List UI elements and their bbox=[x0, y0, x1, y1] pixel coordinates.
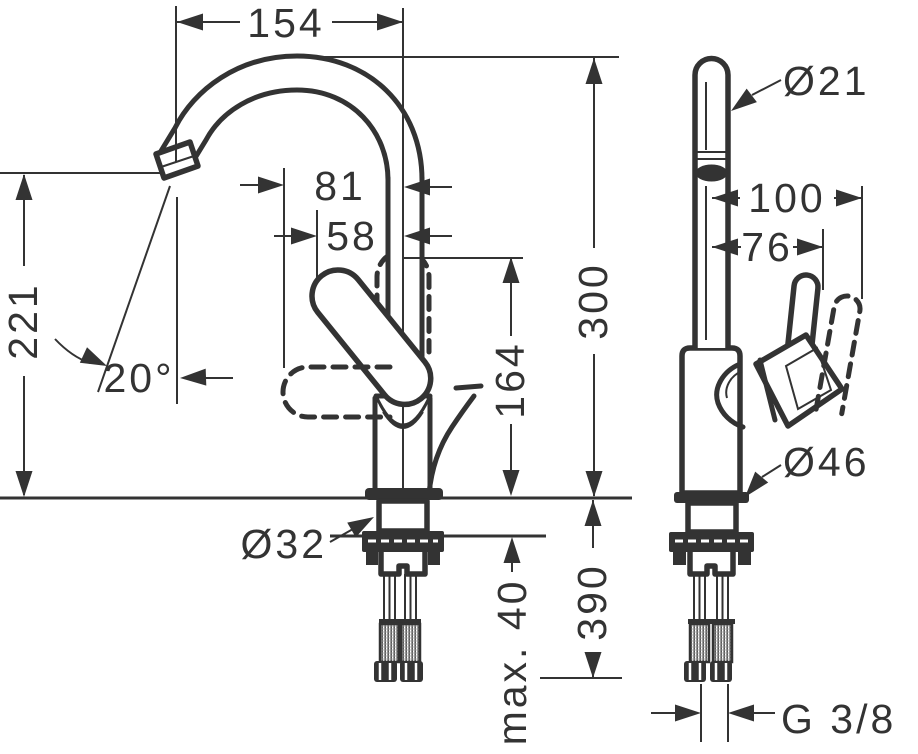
handle-lever-front bbox=[309, 267, 434, 408]
side-pipe bbox=[692, 55, 731, 348]
dim-300: 300 bbox=[283, 56, 619, 497]
popup-rod bbox=[426, 393, 477, 497]
front-view bbox=[153, 8, 484, 682]
dim-label-o21: Ø21 bbox=[783, 58, 870, 104]
dim-spout-reach: 154 bbox=[175, 0, 403, 162]
dim-swivel-angle: 20° bbox=[54, 185, 233, 404]
front-base-flange bbox=[365, 488, 443, 500]
handle-collar-side bbox=[753, 332, 845, 429]
dim-base-diameter: Ø46 bbox=[738, 439, 870, 503]
dim-label-o32: Ø32 bbox=[241, 521, 328, 567]
side-neck-curve bbox=[714, 361, 746, 430]
handle-dashed-left bbox=[280, 364, 393, 420]
dim-label-o46: Ø46 bbox=[783, 439, 870, 485]
dim-label-81: 81 bbox=[314, 163, 366, 209]
dim-label-390: 390 bbox=[569, 563, 615, 640]
dim-81: 81 bbox=[240, 163, 452, 368]
spout-inner-edge bbox=[192, 87, 391, 273]
side-view bbox=[669, 55, 863, 682]
side-body bbox=[679, 345, 743, 496]
dim-label-58: 58 bbox=[326, 213, 378, 259]
dim-label-221: 221 bbox=[0, 282, 46, 359]
front-below-counter bbox=[362, 498, 444, 682]
dim-164: 164 bbox=[403, 257, 533, 496]
dim-390: 390 bbox=[540, 500, 622, 679]
dim-76: 76 bbox=[712, 224, 824, 290]
dim-label-300: 300 bbox=[570, 262, 616, 339]
side-below-counter bbox=[669, 500, 754, 682]
dim-spout-diameter: Ø21 bbox=[725, 58, 870, 118]
dim-max-40: max. 40 bbox=[489, 537, 535, 745]
handle-dashed-side bbox=[813, 293, 863, 417]
dim-58: 58 bbox=[274, 210, 452, 284]
dim-shank-diameter: Ø32 bbox=[241, 509, 379, 567]
dim-thread: G 3/8 bbox=[651, 684, 896, 742]
dim-label-max40: max. 40 bbox=[489, 579, 535, 746]
dim-label-100: 100 bbox=[748, 175, 825, 221]
dim-100: 100 bbox=[712, 175, 863, 299]
dim-label-g38: G 3/8 bbox=[781, 696, 896, 742]
dim-221: 221 bbox=[0, 172, 162, 497]
side-outlet bbox=[695, 164, 728, 182]
dim-label-154: 154 bbox=[247, 0, 324, 46]
dim-label-164: 164 bbox=[487, 341, 533, 418]
dim-label-20deg: 20° bbox=[103, 355, 174, 401]
dim-label-76: 76 bbox=[741, 224, 793, 270]
